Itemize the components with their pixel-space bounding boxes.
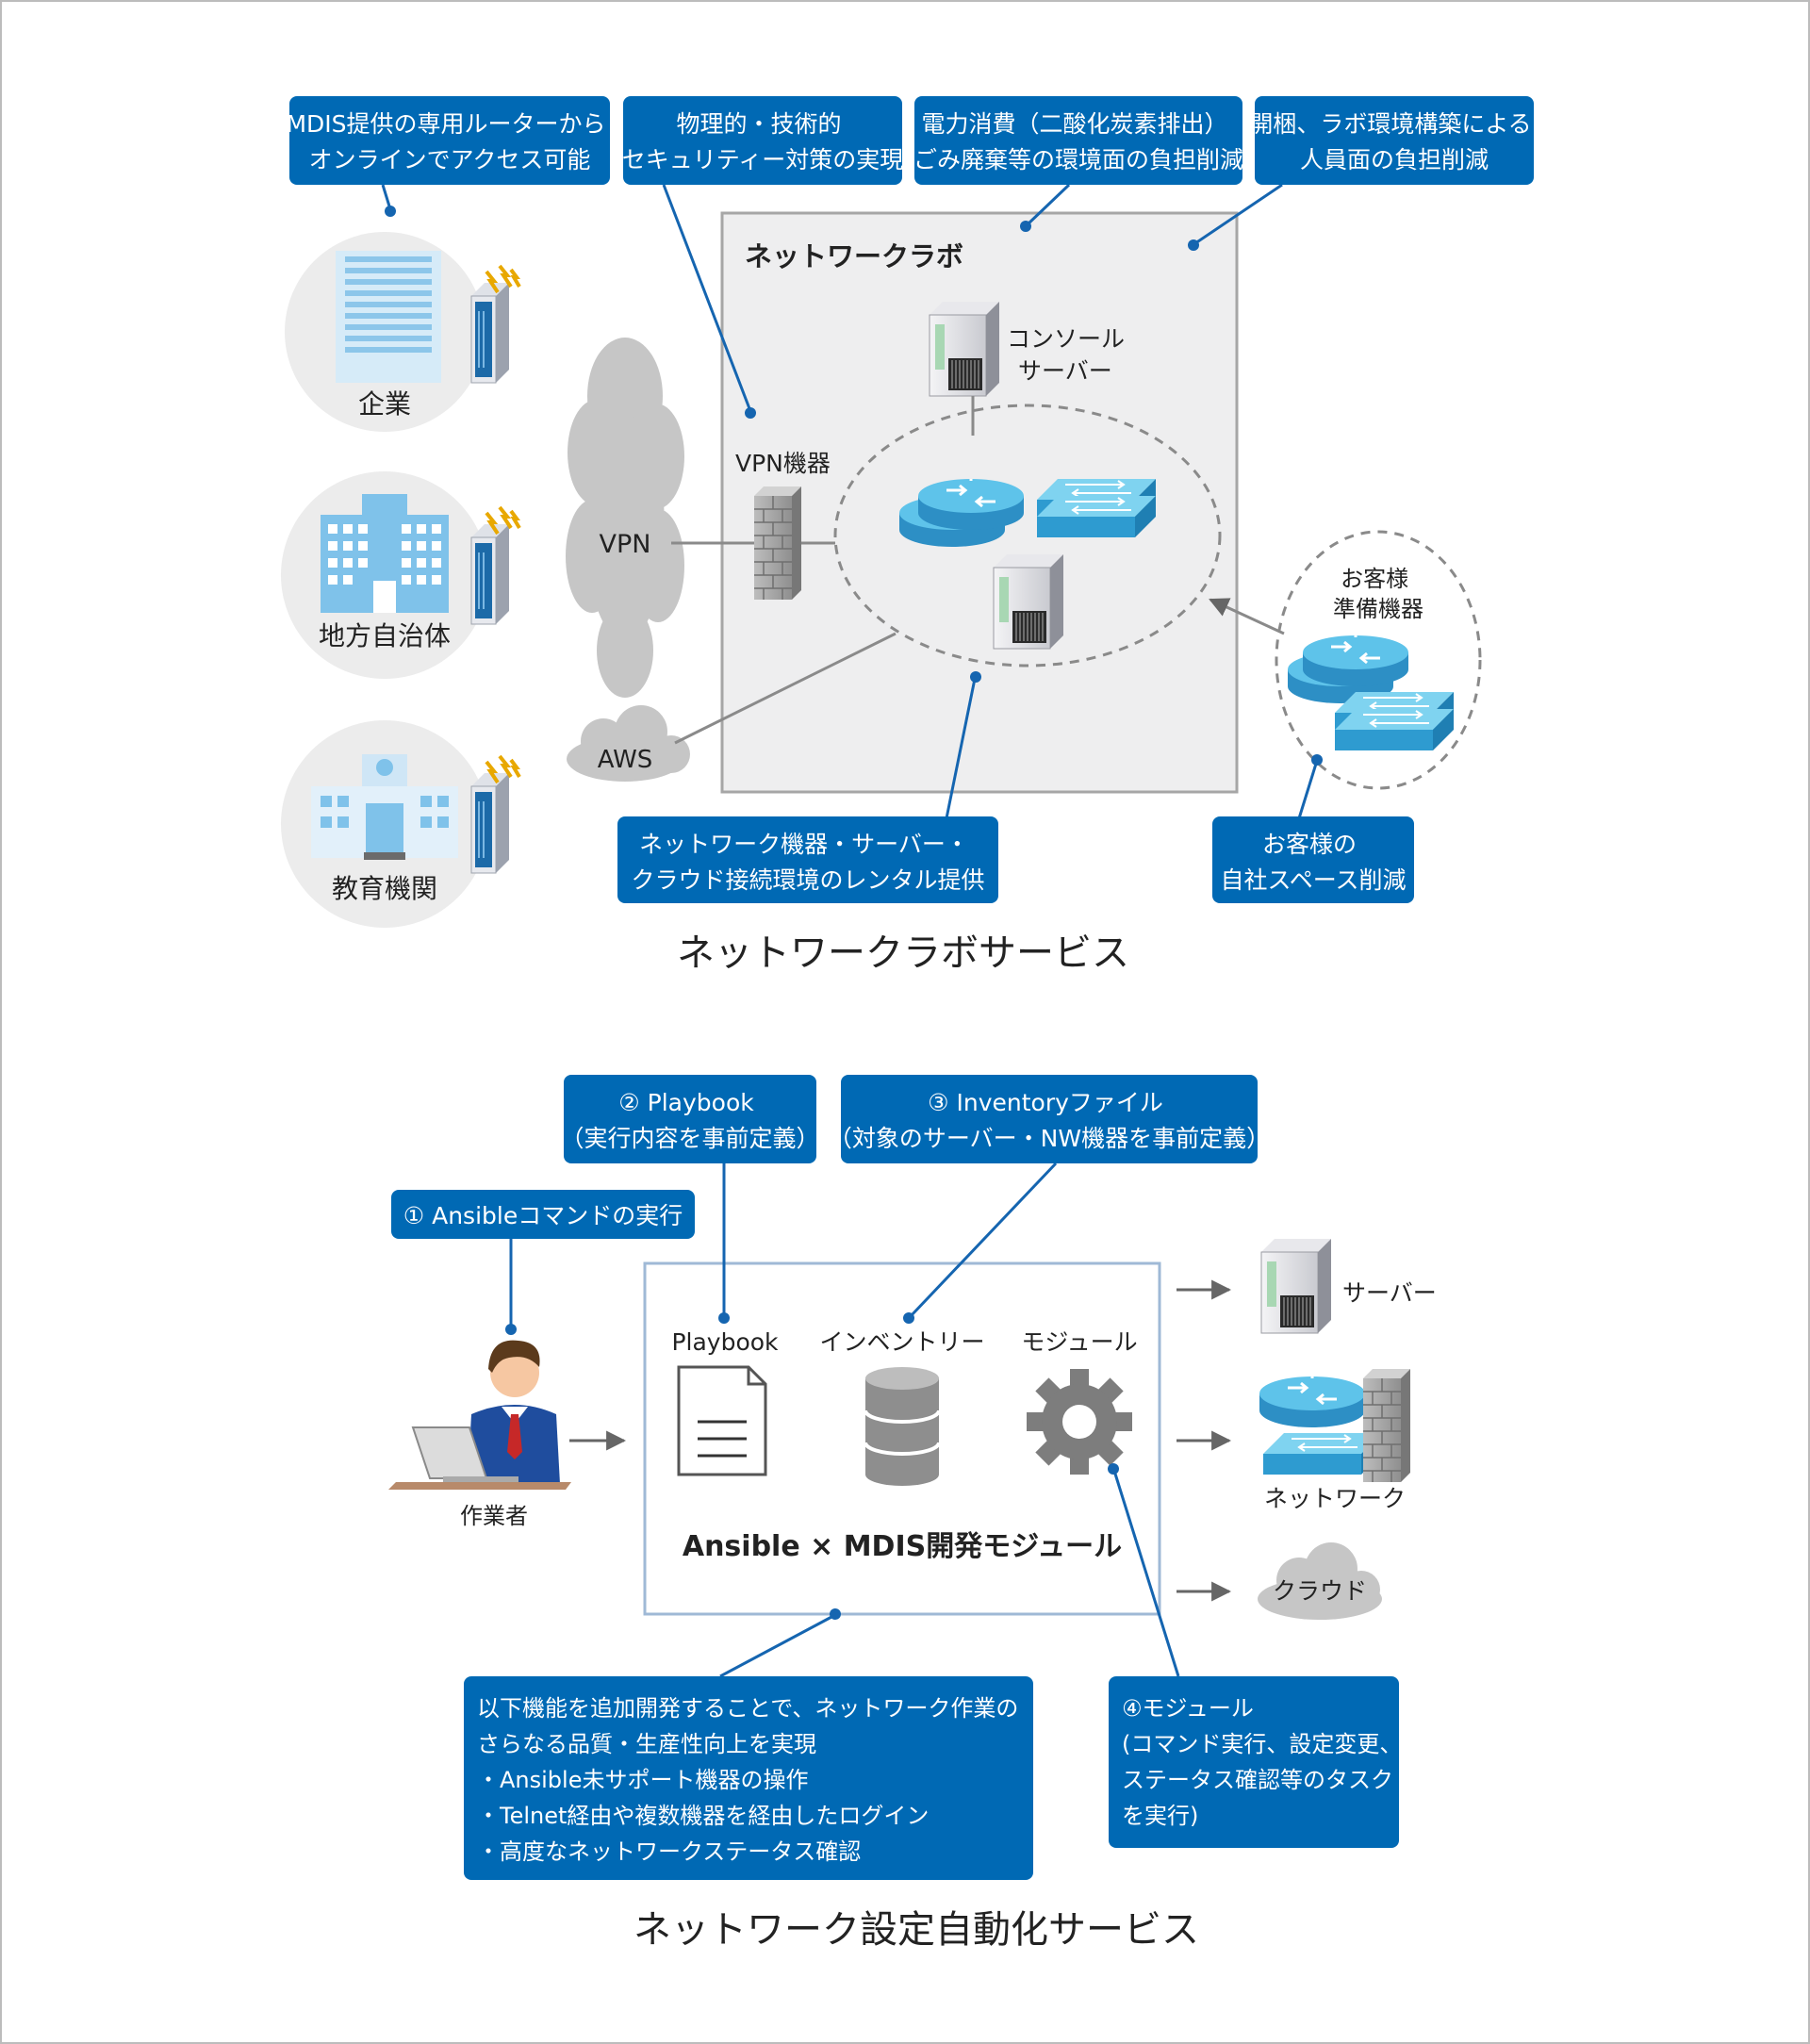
callout-inventory: ③ Inventoryファイル （対象のサーバー・NW機器を事前定義） [829,1075,1270,1163]
console-server-label: コンソール サーバー [1007,325,1132,385]
callout-connector [719,1614,834,1678]
callout-playbook: ② Playbook （実行内容を事前定義） [560,1075,820,1163]
callout-connector [1194,183,1283,245]
client-label: 地方自治体 [319,620,451,651]
callout-connector-dot [830,1608,841,1620]
callout-connector-dot [745,407,756,419]
callout-ansible-command: ① Ansibleコマンドの実行 [391,1190,695,1239]
lab-server-icon [993,553,1064,650]
customer-router-icon [1301,634,1410,688]
callout-security: 物理的・技術的 セキュリティー対策の実現 [622,96,904,185]
callout-connector [909,1162,1058,1318]
target-network-label: ネットワーク [1264,1485,1406,1512]
customer-devices-group [1275,530,1482,790]
inventory-database-icon [864,1367,941,1486]
svg-text:物理的・技術的 セキュリティー対策の実現: 物理的・技術的 セキュリティー対策の実現 [622,110,904,173]
aws-cloud-icon [567,705,690,782]
svg-text:電力消費（二酸化炭素排出） ごみ廃棄等の環境: 電力消費（二酸化炭素排出） ごみ廃棄等の環境面の負担削減 [913,110,1243,173]
callout-mdis-router: MDIS提供の専用ルーターから オンラインでアクセス可能 [286,96,613,185]
target-firewall-icon [1362,1368,1411,1483]
component-label-module: モジュール [1021,1328,1137,1356]
svg-text:④モジュール (コマンド実行、設定変更、: ④モジュール (コマンド実行、設定変更、 ステータス確認等のタスク を実行) [1122,1695,1409,1829]
playbook-document-icon [677,1365,767,1476]
callout-connector-dot [1311,754,1323,766]
target-server-label: サーバー [1342,1279,1437,1307]
callout-module: ④モジュール (コマンド実行、設定変更、 ステータス確認等のタスク を実行) [1109,1676,1409,1848]
section-title-automation: ネットワーク設定自動化サービス [634,1908,1199,1952]
network-lab-title: ネットワークラボ [745,240,963,272]
svg-text:MDIS提供の専用ルーターから オンラインで: MDIS提供の専用ルーターから オンラインでアクセス可能 [286,110,613,173]
callout-connector-dot [505,1324,517,1335]
callout-features: 以下機能を追加開発することで、ネットワーク作業の さらなる品質・生産性向上を実現… [464,1676,1033,1880]
customer-devices-label: お客様 準備機器 [1333,566,1423,622]
callout-connector-dot [718,1312,730,1324]
city-hall-icon [321,494,449,613]
svg-text:③ Inventoryファイル （対象のサー: ③ Inventoryファイル （対象のサーバー・NW機器を事前定義） [829,1089,1270,1152]
customer-to-lab-arrow [1209,598,1285,635]
lab-equipment-group [833,404,1222,668]
school-icon [311,754,458,860]
vpn-label: VPN [600,530,651,559]
target-cloud-icon [1258,1542,1382,1620]
client-local-government: 地方自治体 [281,471,521,679]
console-server-icon [929,301,1000,397]
target-server-icon [1260,1238,1332,1334]
module-gear-icon [1027,1369,1132,1475]
aws-label: AWS [598,746,653,774]
network-lab-diagram: ネットワークラボ コンソール サーバー VPN機器 VPN [281,96,1538,975]
callout-connector [1112,1470,1180,1677]
worker-icon [388,1340,571,1490]
callout-connector-dot [1188,239,1199,251]
vpn-device-label: VPN機器 [735,450,831,477]
component-label-playbook: Playbook [671,1328,779,1356]
callout-connector [381,184,392,210]
section-title-lab: ネットワークラボサービス [677,931,1129,975]
callout-space: お客様の 自社スペース削減 [1212,816,1414,903]
svg-text:② Playbook （実行内容を事前定義）: ② Playbook （実行内容を事前定義） [560,1089,819,1152]
callout-connector-dot [970,671,981,683]
target-cloud-label: クラウド [1273,1577,1367,1605]
svg-text:開梱、ラボ環境構築による 人員面の負担削減: 開梱、ラボ環境構築による 人員面の負担削減 [1249,110,1538,173]
vpn-cloud-icon [566,338,684,698]
callout-connector [662,184,752,412]
office-building-icon [336,251,441,383]
callout-connector [1297,763,1318,819]
lab-router-icon [916,477,1026,532]
callout-connector [1026,183,1071,226]
client-label: 企業 [358,388,411,420]
callout-connector-dot [903,1312,914,1324]
svg-text:ネットワーク機器・サーバー・ クラウド接続環: ネットワーク機器・サーバー・ クラウド接続環境のレンタル提供 [631,831,984,894]
callout-connector [945,678,977,819]
callout-rental: ネットワーク機器・サーバー・ クラウド接続環境のレンタル提供 [617,816,998,903]
worker-label: 作業者 [460,1503,528,1529]
vpn-firewall-icon [753,486,802,601]
client-label: 教育機関 [332,873,437,904]
callout-connector-dot [1020,221,1031,232]
svg-text:① Ansibleコマンドの実行: ① Ansibleコマンドの実行 [403,1202,683,1229]
callout-environment: 電力消費（二酸化炭素排出） ごみ廃棄等の環境面の負担削減 [913,96,1243,185]
client-education: 教育機関 [281,720,521,928]
callout-connector-dot [1108,1463,1119,1475]
client-enterprise: 企業 [285,232,521,432]
ansible-box-title: Ansible × MDIS開発モジュール [683,1530,1122,1563]
callout-connector-dot [385,206,396,217]
network-automation-diagram: Playbook インベントリー モジュール [388,1075,1437,1952]
callout-personnel: 開梱、ラボ環境構築による 人員面の負担削減 [1249,96,1538,185]
lab-switch-icon [1036,495,1157,538]
aws-to-lab-link [674,632,897,745]
customer-switch-icon [1334,708,1455,751]
svg-text:お客様の 自社スペース削減: お客様の 自社スペース削減 [1220,831,1406,894]
target-router-icon [1258,1375,1367,1429]
component-label-inventory: インベントリー [819,1328,984,1356]
svg-text:以下機能を追加開発することで、ネットワーク作業の: 以下機能を追加開発することで、ネットワーク作業の さらなる品質・生産性向上を実現… [477,1695,1026,1865]
